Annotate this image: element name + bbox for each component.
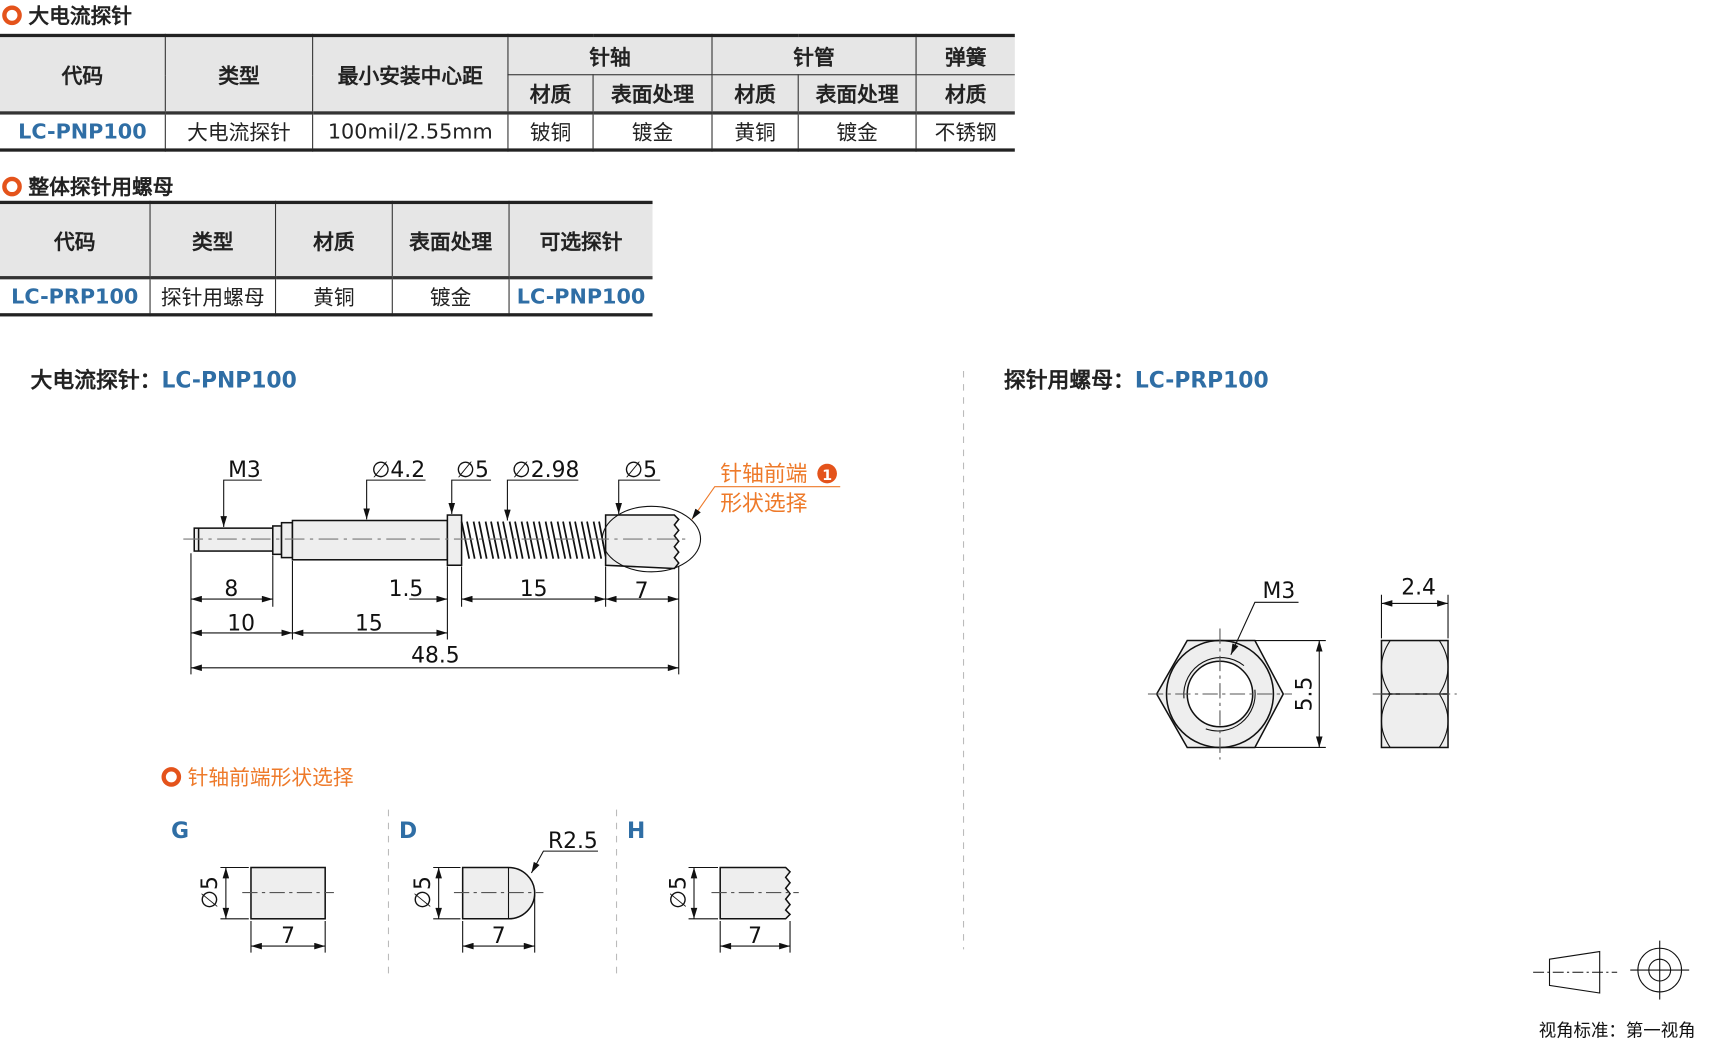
title-text: 大电流探针 bbox=[28, 4, 133, 29]
cell-spring-material: 不锈钢 bbox=[915, 112, 1015, 151]
tip-h-dia: ∅5 bbox=[666, 876, 691, 909]
th-code: 代码 bbox=[0, 201, 151, 280]
cell-optional-probe[interactable]: LC-PNP100 bbox=[508, 277, 653, 316]
first-angle-projection-icon bbox=[1533, 940, 1690, 1000]
cell-plunger-material: 铍铜 bbox=[507, 112, 594, 151]
dim-48-5: 48.5 bbox=[411, 643, 460, 668]
cell-code[interactable]: LC-PRP100 bbox=[0, 277, 151, 316]
tip-d-radius: R2.5 bbox=[548, 829, 598, 854]
section-title-nut: 整体探针用螺母 bbox=[2, 171, 174, 200]
tip-code-d: D bbox=[399, 819, 417, 844]
th-plunger-surface: 表面处理 bbox=[592, 74, 713, 115]
callout-d5: ∅5 bbox=[456, 458, 489, 483]
th-barrel: 针管 bbox=[711, 34, 917, 76]
tip-h-len: 7 bbox=[748, 924, 762, 949]
dim-7: 7 bbox=[635, 579, 649, 604]
th-optional-probe: 可选探针 bbox=[508, 201, 653, 280]
tip-shapes-title: 针轴前端形状选择 bbox=[161, 762, 354, 791]
cell-type: 探针用螺母 bbox=[149, 277, 277, 316]
cell-surface: 镀金 bbox=[391, 277, 510, 316]
ring-bullet-icon bbox=[2, 4, 22, 25]
th-plunger-material: 材质 bbox=[507, 74, 594, 115]
tip-d-len: 7 bbox=[492, 924, 506, 949]
label-code[interactable]: LC-PNP100 bbox=[161, 366, 297, 393]
cell-code[interactable]: LC-PNP100 bbox=[0, 112, 166, 151]
th-surface: 表面处理 bbox=[391, 201, 510, 280]
nut-thickness-dim: 2.4 bbox=[1401, 576, 1436, 601]
table-row: LC-PNP100 大电流探针 100mil/2.55mm 铍铜 镀金 黄铜 镀… bbox=[0, 112, 1015, 151]
th-type: 类型 bbox=[149, 201, 277, 280]
ring-bullet-icon bbox=[2, 176, 22, 196]
dim-15-body: 15 bbox=[355, 612, 383, 637]
nut-side-view bbox=[1372, 594, 1457, 749]
label-text: 探针用螺母： bbox=[1003, 366, 1135, 393]
th-min-pitch: 最小安装中心距 bbox=[312, 34, 509, 115]
cell-barrel-material: 黄铜 bbox=[711, 112, 799, 151]
cell-type: 大电流探针 bbox=[164, 112, 314, 151]
tip-d-dia: ∅5 bbox=[411, 876, 436, 909]
label-code[interactable]: LC-PRP100 bbox=[1134, 366, 1269, 393]
probe-drawing bbox=[183, 505, 702, 573]
tip-shape-g bbox=[220, 866, 334, 953]
label-text: 大电流探针： bbox=[30, 366, 162, 393]
th-plunger: 针轴 bbox=[507, 34, 713, 76]
dim-1-5: 1.5 bbox=[389, 577, 424, 602]
nut-drawing-label: 探针用螺母：LC-PRP100 bbox=[1004, 362, 1269, 394]
tip-g-len: 7 bbox=[281, 924, 295, 949]
title-text: 针轴前端形状选择 bbox=[187, 766, 354, 791]
dim-8: 8 bbox=[224, 577, 238, 602]
dim-15-spring: 15 bbox=[520, 577, 548, 602]
tip-code-h: H bbox=[627, 819, 645, 844]
th-material: 材质 bbox=[274, 201, 393, 280]
callout-d2-98: ∅2.98 bbox=[512, 458, 580, 483]
tip-g-dia: ∅5 bbox=[198, 876, 223, 909]
th-spring: 弹簧 bbox=[915, 34, 1015, 76]
section-title-probe: 大电流探针 bbox=[2, 0, 132, 29]
th-code: 代码 bbox=[0, 34, 166, 115]
cell-barrel-surface: 镀金 bbox=[797, 112, 917, 151]
dim-10: 10 bbox=[227, 612, 255, 637]
badge-1-icon bbox=[817, 463, 837, 484]
note-line1: 针轴前端 bbox=[720, 462, 807, 487]
ring-bullet-icon bbox=[161, 766, 182, 787]
tip-shape-h bbox=[688, 866, 799, 953]
nut-thread-label: M3 bbox=[1263, 579, 1296, 604]
title-text: 整体探针用螺母 bbox=[28, 175, 174, 200]
nut-height-dim: 5.5 bbox=[1293, 677, 1318, 712]
cell-material: 黄铜 bbox=[274, 277, 393, 316]
spring bbox=[460, 521, 607, 559]
th-type: 类型 bbox=[164, 34, 314, 115]
probe-drawing-label: 大电流探针：LC-PNP100 bbox=[31, 362, 297, 394]
note-badge: 1 bbox=[822, 468, 832, 484]
th-barrel-surface: 表面处理 bbox=[797, 74, 917, 115]
th-spring-material: 材质 bbox=[915, 74, 1015, 115]
note-line2: 形状选择 bbox=[720, 492, 807, 517]
table-row: LC-PRP100 探针用螺母 黄铜 镀金 LC-PNP100 bbox=[0, 277, 653, 316]
projection-label: 视角标准：第一视角 bbox=[1539, 1022, 1696, 1042]
tip-code-g: G bbox=[171, 819, 189, 844]
cell-plunger-surface: 镀金 bbox=[592, 112, 713, 151]
cell-min-pitch: 100mil/2.55mm bbox=[312, 112, 509, 151]
probe-spec-table: 代码 类型 最小安装中心距 针轴 针管 弹簧 材质 表面处理 材质 表面处理 材… bbox=[0, 33, 1015, 152]
nut-front-view bbox=[1147, 601, 1326, 760]
nut-spec-table: 代码 类型 材质 表面处理 可选探针 LC-PRP100 探针用螺母 黄铜 镀金… bbox=[0, 200, 653, 317]
th-barrel-material: 材质 bbox=[711, 74, 799, 115]
tip-shape-d bbox=[433, 850, 598, 953]
callout-d4-2: ∅4.2 bbox=[371, 458, 425, 483]
callout-d5-tip: ∅5 bbox=[624, 458, 657, 483]
callout-m3: M3 bbox=[228, 458, 261, 483]
